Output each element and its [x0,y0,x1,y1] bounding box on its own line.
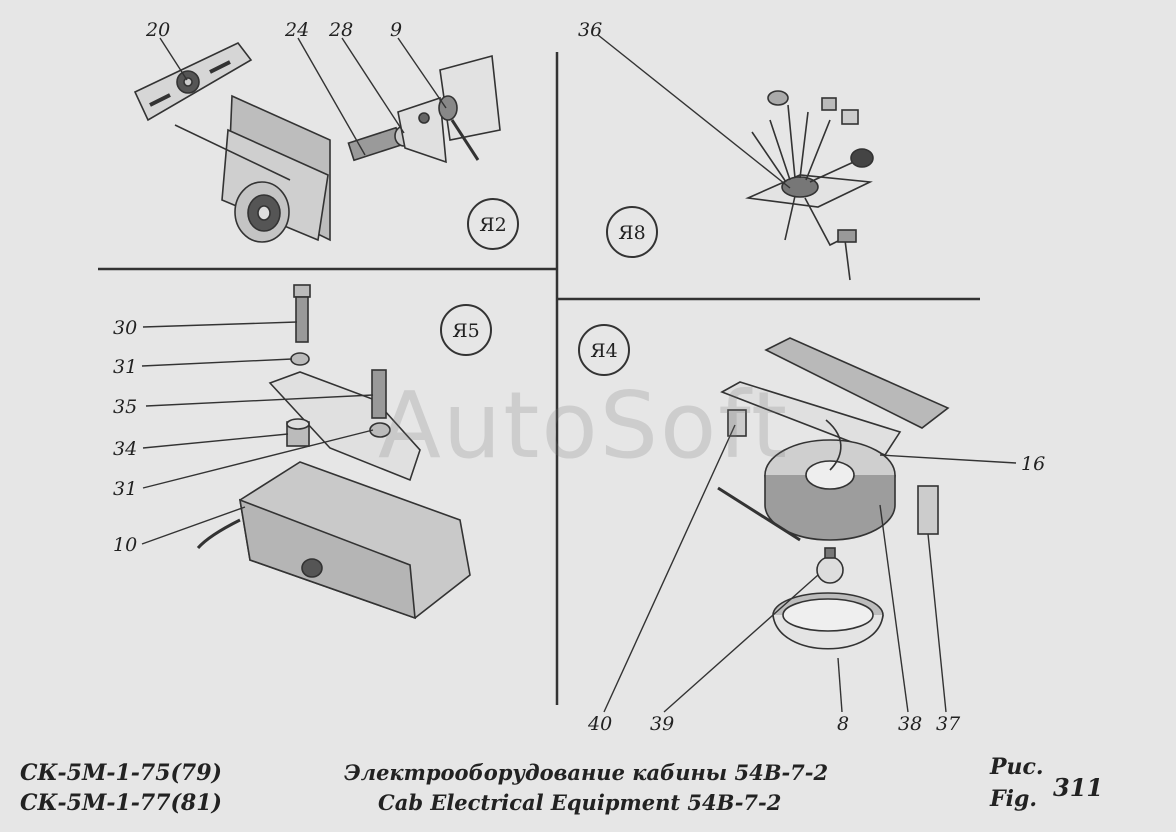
callout-38: 38 [898,713,922,735]
zone-markers [440,198,658,376]
callout-9: 9 [390,19,402,41]
callout-24: 24 [284,19,309,41]
figure-label-english: Fig. [990,786,1038,812]
callout-36: 36 [578,19,602,41]
zone-label-z4: Я4 [590,340,617,362]
figure-number: 311 [1053,773,1104,802]
callout-20: 20 [145,19,170,41]
model-number-2: СК-5М-1-77(81) [20,790,222,816]
model-number-1: СК-5М-1-75(79) [20,760,222,786]
figure-label-russian: Рис. [990,754,1044,780]
callout-31-lower: 31 [113,478,137,500]
zone-label-z2: Я2 [479,214,506,236]
lamp-housing-drawing [196,284,471,620]
callout-39: 39 [650,713,674,735]
horn-assembly-drawing [133,41,501,243]
title-russian: Электрооборудование кабины 54В-7-2 [344,760,829,785]
callout-35: 35 [113,396,137,418]
zone-circle-z8 [606,206,658,258]
zone-circle-z5 [440,304,492,356]
callout-40: 40 [587,713,612,735]
title-english: Cab Electrical Equipment 54B-7-2 [378,790,782,815]
zone-circle-z4 [578,324,630,376]
callout-31-upper: 31 [113,356,137,378]
callout-16: 16 [1021,453,1045,475]
section-dividers [98,52,980,705]
zone-circle-z2 [467,198,519,250]
callout-28: 28 [328,19,353,41]
callout-37: 37 [936,713,961,735]
wiring-harness-drawing [745,90,874,281]
callout-10: 10 [113,534,137,556]
zone-label-z8: Я8 [618,222,645,244]
ceiling-lamp-drawing [717,337,950,650]
callout-30: 30 [113,317,137,339]
zone-label-z5: Я5 [452,320,479,342]
leader-lines [141,34,1017,713]
callout-8: 8 [837,713,849,735]
callout-34: 34 [113,438,137,460]
